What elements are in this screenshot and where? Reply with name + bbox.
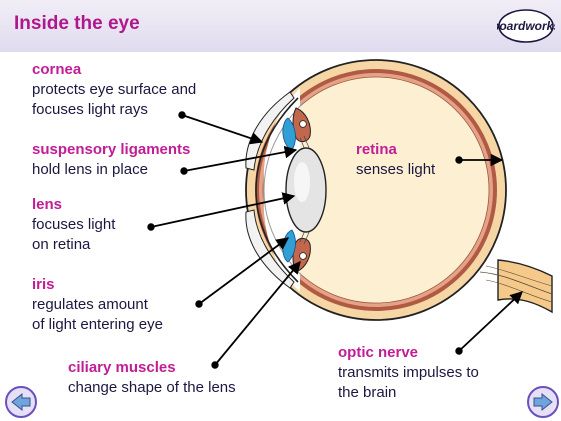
label-retina-term: retina	[356, 140, 435, 160]
label-ligaments-desc-1: hold lens in place	[32, 160, 190, 180]
label-ciliary-desc-1: change shape of the lens	[68, 378, 236, 398]
label-retina: retina senses light	[356, 140, 435, 180]
label-ciliary-muscles: ciliary muscles change shape of the lens	[68, 358, 236, 398]
label-cornea-desc-1: protects eye surface and	[32, 80, 196, 100]
label-optic-desc-2: the brain	[338, 383, 479, 403]
optic-nerve-shape	[480, 260, 552, 312]
label-cornea-term: cornea	[32, 60, 196, 80]
label-lens: lens focuses light on retina	[32, 195, 115, 255]
label-lens-desc-1: focuses light	[32, 215, 115, 235]
label-iris-desc-1: regulates amount	[32, 295, 163, 315]
label-optic-term: optic nerve	[338, 343, 479, 363]
label-ciliary-term: ciliary muscles	[68, 358, 236, 378]
next-slide-button[interactable]	[526, 385, 560, 419]
label-iris-term: iris	[32, 275, 163, 295]
label-cornea: cornea protects eye surface and focuses …	[32, 60, 196, 120]
label-cornea-desc-2: focuses light rays	[32, 100, 196, 120]
label-ligaments-term: suspensory ligaments	[32, 140, 190, 160]
prev-slide-button[interactable]	[4, 385, 38, 419]
label-optic-nerve: optic nerve transmits impulses to the br…	[338, 343, 479, 403]
label-iris-desc-2: of light entering eye	[32, 315, 163, 335]
label-retina-desc-1: senses light	[356, 160, 435, 180]
ciliary-pointer	[215, 262, 300, 365]
label-lens-desc-2: on retina	[32, 235, 115, 255]
label-iris: iris regulates amount of light entering …	[32, 275, 163, 335]
label-lens-term: lens	[32, 195, 115, 215]
label-suspensory-ligaments: suspensory ligaments hold lens in place	[32, 140, 190, 180]
label-optic-desc-1: transmits impulses to	[338, 363, 479, 383]
